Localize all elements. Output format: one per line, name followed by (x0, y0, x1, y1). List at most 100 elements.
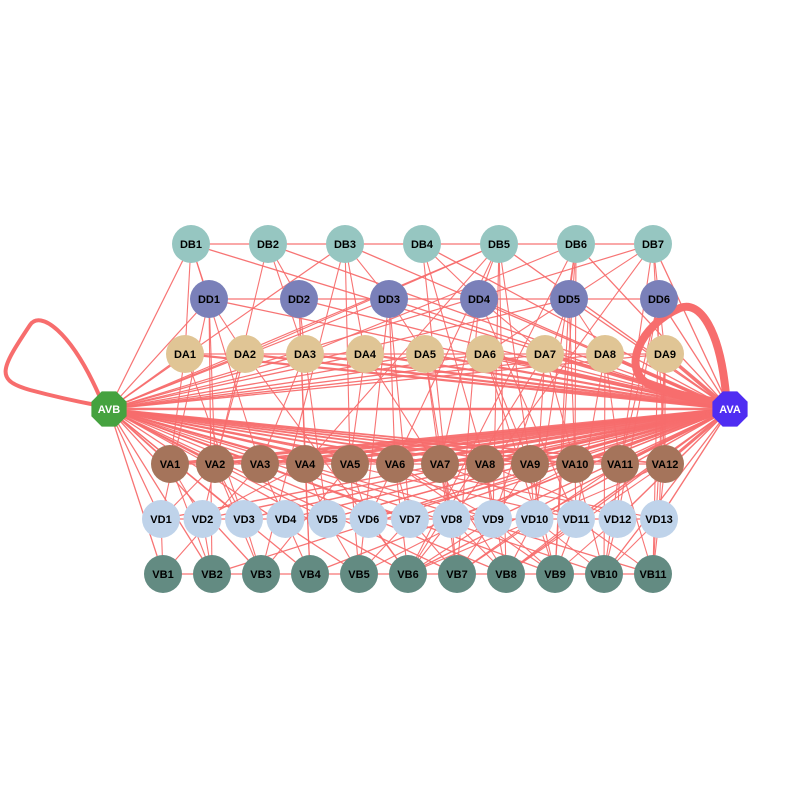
node-label-vd13: VD13 (645, 514, 673, 526)
edge-AVB-VB7 (108, 408, 458, 575)
node-vb1-shape (144, 555, 182, 593)
edge-DD3-VD7 (388, 298, 411, 520)
edge-AVB-DD5 (108, 298, 570, 410)
node-label-dd3: DD3 (378, 294, 400, 306)
node-dd3-shape (370, 280, 408, 318)
node-label-vb1: VB1 (152, 569, 173, 581)
node-da6-shape (466, 335, 504, 373)
node-va10-shape (556, 445, 594, 483)
node-label-vb5: VB5 (348, 569, 369, 581)
node-vb8-shape (487, 555, 525, 593)
edge-DA2-VA2 (214, 353, 246, 465)
node-label-db1: DB1 (180, 239, 202, 251)
node-vb10-shape (585, 555, 623, 593)
node-vd12-shape (598, 500, 637, 538)
node-label-db3: DB3 (334, 239, 356, 251)
edge-AVB-DA3 (108, 353, 306, 410)
edge-DB1-VA3 (190, 243, 261, 465)
node-va9-shape (511, 445, 549, 483)
node-vd5-shape (308, 500, 346, 538)
edge-AVA-VB8 (505, 408, 731, 575)
node-label-da9: DA9 (654, 349, 676, 361)
edge-AVB-VB9 (108, 408, 556, 575)
node-label-da1: DA1 (174, 349, 196, 361)
node-label-da6: DA6 (474, 349, 496, 361)
node-vb6-shape (389, 555, 427, 593)
node-label-da4: DA4 (354, 349, 377, 361)
node-va8-shape (466, 445, 504, 483)
node-label-vd3: VD3 (233, 514, 254, 526)
node-label-va2: VA2 (205, 459, 226, 471)
edge-AVA-DB5 (498, 243, 731, 410)
node-vb4-shape (291, 555, 329, 593)
node-va5-shape (331, 445, 369, 483)
edge-DA3-VA3 (259, 353, 306, 465)
edge-VA5-VB3 (260, 463, 351, 575)
node-label-dd6: DD6 (648, 294, 670, 306)
node-label-va1: VA1 (160, 459, 181, 471)
node-label-va5: VA5 (340, 459, 361, 471)
edge-AVB-VB8 (108, 408, 507, 575)
node-va6-shape (376, 445, 414, 483)
node-label-vb3: VB3 (250, 569, 271, 581)
node-label-vd5: VD5 (316, 514, 337, 526)
node-label-dd2: DD2 (288, 294, 310, 306)
node-label-vb7: VB7 (446, 569, 467, 581)
node-label-vb2: VB2 (201, 569, 222, 581)
node-label-vb8: VB8 (495, 569, 516, 581)
node-label-va9: VA9 (520, 459, 541, 471)
node-va11-shape (601, 445, 639, 483)
node-label-vd6: VD6 (358, 514, 379, 526)
node-da9-shape (646, 335, 684, 373)
edge-VA7-VD11 (439, 463, 577, 520)
node-label-vb9: VB9 (544, 569, 565, 581)
node-label-da5: DA5 (414, 349, 436, 361)
node-label-va8: VA8 (475, 459, 496, 471)
node-dd5-shape (550, 280, 588, 318)
edge-AVB-DB1 (108, 243, 192, 410)
node-va7-shape (421, 445, 459, 483)
node-label-da3: DA3 (294, 349, 316, 361)
node-da5-shape (406, 335, 444, 373)
node-vb5-shape (340, 555, 378, 593)
node-da4-shape (346, 335, 384, 373)
edge-AVA-DB2 (267, 243, 731, 410)
node-da7-shape (526, 335, 564, 373)
edge-DD4-VA7 (439, 298, 480, 465)
edge-AVA-DA2 (244, 352, 731, 411)
node-label-da7: DA7 (534, 349, 556, 361)
node-vd13-shape (640, 500, 678, 538)
node-label-va6: VA6 (385, 459, 406, 471)
node-vb11-shape (634, 555, 672, 593)
edge-DB6-DA3 (304, 243, 577, 355)
edge-DA7-VA10 (544, 353, 576, 465)
node-label-vb11: VB11 (640, 569, 667, 581)
node-db6-shape (557, 225, 595, 263)
node-vd6-shape (349, 500, 388, 538)
node-label-va12: VA12 (652, 459, 679, 471)
self-loop-avb (3, 318, 101, 407)
edge-DA2-VB6 (244, 353, 409, 575)
edge-DD5-VA10 (568, 298, 576, 465)
node-label-vd10: VD10 (521, 514, 549, 526)
node-da3-shape (286, 335, 324, 373)
node-label-db2: DB2 (257, 239, 279, 251)
node-db3-shape (326, 225, 364, 263)
node-vb7-shape (438, 555, 476, 593)
node-vd1-shape (142, 500, 180, 538)
node-dd2-shape (280, 280, 318, 318)
node-vd3-shape (225, 500, 263, 538)
node-label-ava: AVA (719, 404, 741, 416)
node-label-dd5: DD5 (558, 294, 580, 306)
edge-DA1-VD3 (184, 353, 245, 520)
edge-AVB-VB3 (108, 408, 262, 575)
edge-AVA-VB6 (407, 408, 731, 575)
edge-AVB-DA8 (108, 353, 606, 410)
node-dd1-shape (190, 280, 228, 318)
node-label-db6: DB6 (565, 239, 587, 251)
node-label-vb10: VB10 (590, 569, 618, 581)
edge-DA6-VA9 (484, 353, 531, 465)
node-label-va4: VA4 (295, 459, 316, 471)
